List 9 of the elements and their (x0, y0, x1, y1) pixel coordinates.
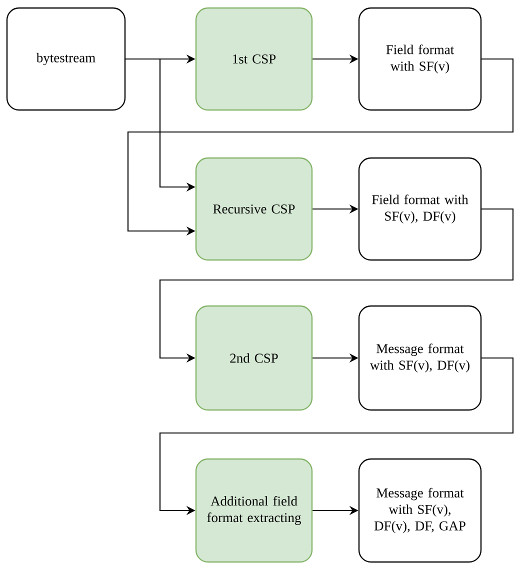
process-box: Additional field format extracting (195, 458, 313, 563)
data-box: Message format with SF(v), DF(v) (358, 305, 482, 411)
data-box: bytestream (6, 7, 126, 111)
data-box: Field format with SF(v), DF(v) (358, 157, 482, 261)
process-box: 2nd CSP (195, 305, 313, 411)
data-box: Message format with SF(v), DF(v), DF, GAP (358, 458, 482, 563)
process-box: 1st CSP (195, 7, 313, 111)
data-box: Field format with SF(v) (358, 7, 482, 111)
process-box: Recursive CSP (195, 157, 313, 261)
